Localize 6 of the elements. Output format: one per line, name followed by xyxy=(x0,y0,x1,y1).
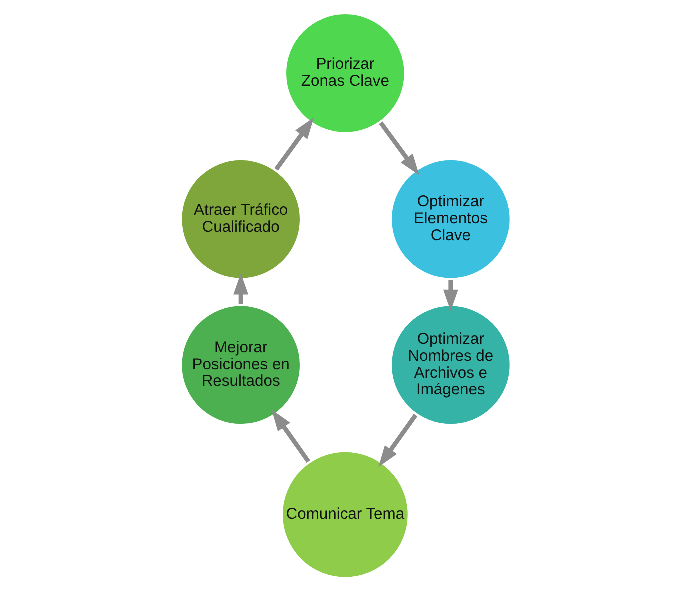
arrow xyxy=(234,273,249,304)
arrow xyxy=(272,410,310,464)
arrow xyxy=(274,118,314,171)
arrow xyxy=(379,122,420,176)
arrow xyxy=(443,280,458,312)
arrow xyxy=(378,414,418,468)
